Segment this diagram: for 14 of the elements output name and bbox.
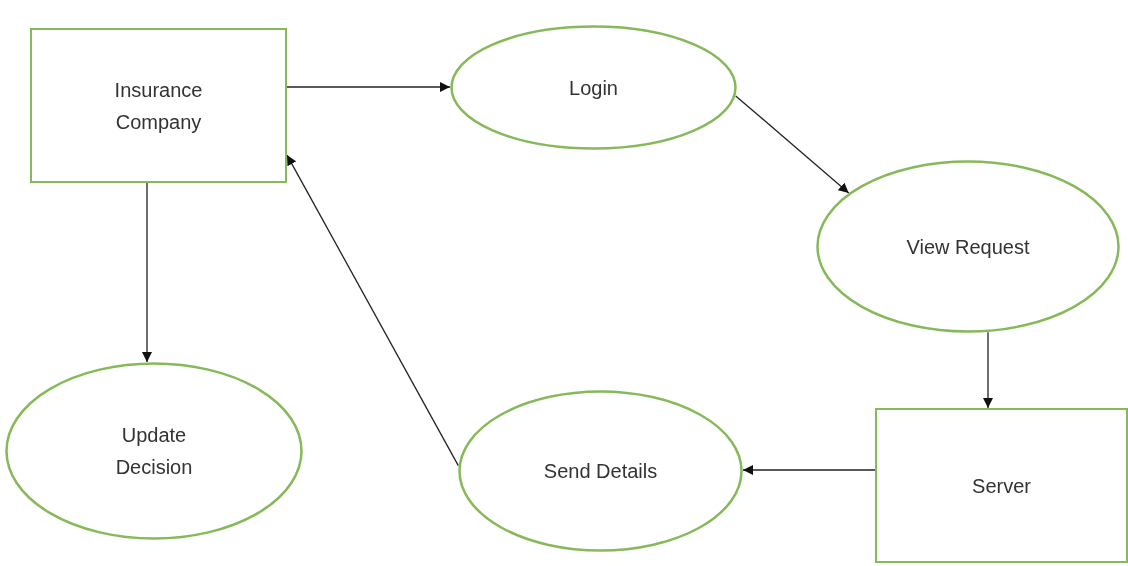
node-label: Server (972, 473, 1031, 499)
entity-box (30, 28, 287, 183)
entity-box (875, 408, 1128, 563)
arrow (286, 82, 451, 92)
node-label: Send Details (543, 459, 658, 484)
node-label: Update Decision (114, 423, 194, 480)
arrow (742, 465, 876, 475)
node-label: View Request (906, 234, 1030, 260)
node-label: Login (569, 75, 618, 101)
node-label: Insurance Company (113, 77, 204, 135)
arrow (142, 182, 152, 363)
arrow (735, 95, 850, 194)
arrow (983, 331, 993, 409)
arrow (286, 154, 459, 467)
